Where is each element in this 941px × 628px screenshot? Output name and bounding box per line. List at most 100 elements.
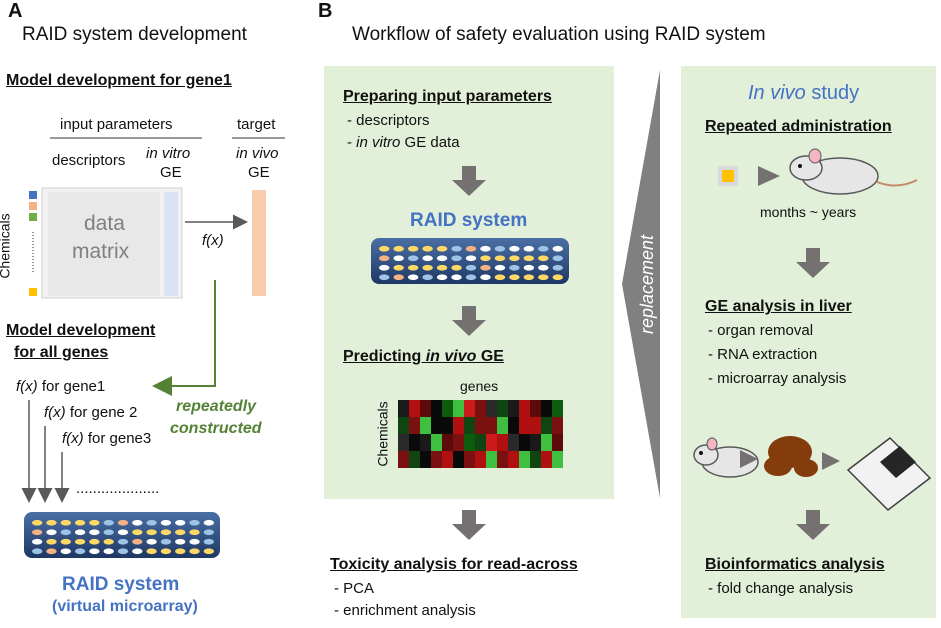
microarray-chip-icon <box>846 437 932 511</box>
repeatedly-label: repeatedly <box>176 398 257 415</box>
fx-label: f(x) <box>202 232 224 249</box>
heatmap-cell <box>497 434 508 451</box>
block-arrow-2 <box>452 306 486 336</box>
dash: - <box>347 134 357 151</box>
microarray-spot <box>436 264 448 271</box>
preparing-heading: Preparing input parameters <box>343 88 552 105</box>
heatmap-cell <box>486 417 497 434</box>
microarray-spot <box>480 264 491 271</box>
in-vivo-label: in vivo <box>236 145 279 162</box>
enrichment-item: - enrichment analysis <box>334 602 476 619</box>
microarray-spot <box>74 548 86 555</box>
microarray-spot <box>451 245 462 252</box>
microarray-spot <box>494 255 506 262</box>
matrix-label: matrix <box>72 240 130 263</box>
microarray-spot <box>132 548 143 555</box>
microarray-spot <box>480 245 491 252</box>
toxicity-heading: Toxicity analysis for read-across <box>330 556 578 573</box>
constructed-label: constructed <box>170 420 262 437</box>
microarray-spot <box>451 255 462 262</box>
fx-gene2: f(x) for gene 2 <box>44 404 137 421</box>
repeat-arrow <box>152 280 216 396</box>
fx-text: f(x) <box>16 378 38 395</box>
heatmap-cell <box>464 434 475 451</box>
liver-icon <box>764 436 818 477</box>
chemical-swatch <box>29 288 37 296</box>
heatmap-cell <box>519 400 530 417</box>
heatmap-cell <box>464 400 475 417</box>
heatmap-cell <box>464 451 475 468</box>
heatmap-cell <box>409 451 420 468</box>
heatmap-cell <box>530 434 541 451</box>
microarray-spot <box>393 274 404 281</box>
microarray-spot <box>189 529 200 536</box>
microarray-spot <box>523 245 535 252</box>
microarray-spot <box>509 255 520 262</box>
heatmap-cell <box>519 434 530 451</box>
microarray-spot <box>117 548 129 555</box>
heatmap-cell <box>519 417 530 434</box>
microarray-spot <box>160 519 172 526</box>
heatmap-cell <box>398 451 409 468</box>
heatmap-cell <box>420 400 431 417</box>
heatmap-cell <box>530 451 541 468</box>
chemical-swatch <box>29 213 37 221</box>
microarray-spot <box>203 529 214 536</box>
microarray-spot <box>552 245 563 252</box>
microarray-spot <box>132 538 143 545</box>
microarray-spot <box>175 529 186 536</box>
in-vitro-label: in vitro <box>146 145 191 162</box>
microarray-spot <box>552 255 563 262</box>
heatmap-cell <box>475 400 486 417</box>
heatmap-cell <box>431 417 442 434</box>
microarray-spot <box>74 538 86 545</box>
microarray-spot <box>494 245 506 252</box>
in-vitro-ge-label: GE <box>160 164 182 181</box>
heatmap-cell <box>552 417 563 434</box>
chemicals-label: Chemicals <box>0 213 13 279</box>
ge-data-text: GE data <box>400 134 460 151</box>
microarray-spot <box>103 519 114 526</box>
microarray-spot <box>552 274 563 281</box>
microarray-spot <box>89 519 100 526</box>
microarray-spot <box>538 264 549 271</box>
microarray-spot <box>509 264 520 271</box>
raid-microarray-b <box>371 238 569 284</box>
mouse-to-liver-arrow <box>740 450 758 468</box>
microarray-spot <box>32 529 43 536</box>
heatmap-cell <box>530 400 541 417</box>
mouse-icon <box>789 148 918 195</box>
microarray-spot <box>538 255 549 262</box>
heatmap-cell <box>497 417 508 434</box>
heatmap-cell <box>431 434 442 451</box>
model-all-line2: for all genes <box>14 344 109 361</box>
microarray-spot <box>117 519 129 526</box>
panel-b-letter: B <box>318 0 333 22</box>
fx-gene1-suffix: for gene1 <box>37 378 106 395</box>
microarray-spot <box>509 274 520 281</box>
microarray-spot <box>89 538 100 545</box>
microarray-spot <box>538 245 549 252</box>
heatmap-cell <box>475 451 486 468</box>
descriptors-label: descriptors <box>52 152 126 169</box>
heatmap-cell <box>431 451 442 468</box>
descriptors-item: - descriptors <box>347 112 430 129</box>
microarray-spot <box>89 529 100 536</box>
fx-gene1: f(x) for gene1 <box>16 378 105 395</box>
microarray-spot <box>465 255 477 262</box>
microarray-spot <box>465 274 477 281</box>
panel-a-letter: A <box>8 0 23 22</box>
ge-text: GE <box>476 348 504 365</box>
heatmap-cell <box>519 451 530 468</box>
microarray-spot <box>203 538 214 545</box>
fx-gene3-suffix: for gene3 <box>83 430 152 447</box>
microarray-spot <box>46 519 57 526</box>
microarray-spot <box>46 529 57 536</box>
microarray-spot <box>132 529 143 536</box>
panel-b-title: Workflow of safety evaluation using RAID… <box>352 24 766 45</box>
model-all-line1: Model development <box>6 322 156 339</box>
microarray-spot <box>60 548 71 555</box>
fx-text: f(x) <box>44 404 66 421</box>
target-label: target <box>237 116 276 133</box>
